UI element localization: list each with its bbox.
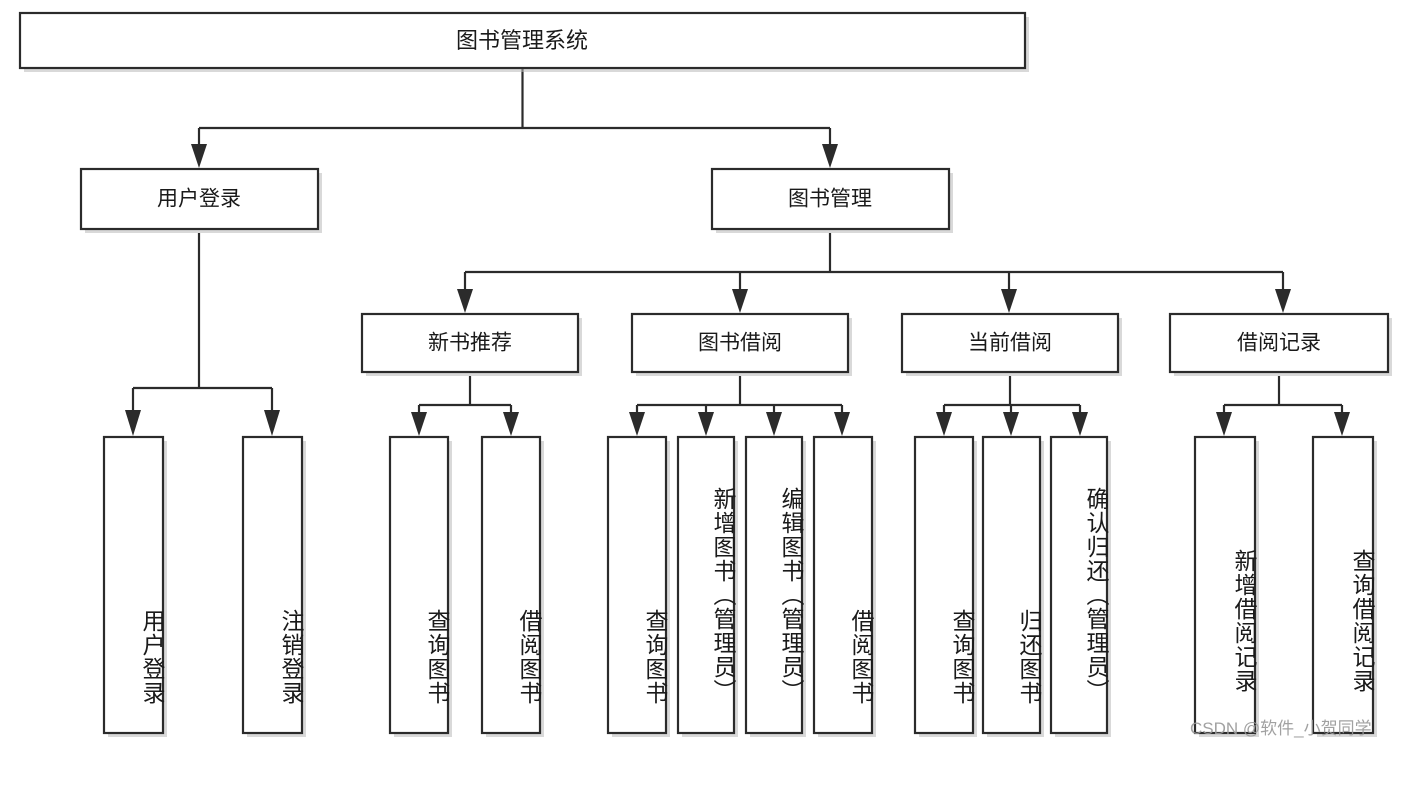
node-layer: 图书管理系统 用户登录 图书管理 新书推荐 图书借阅 当前借阅 (18, 11, 1392, 737)
arrow-to-leaf-query-book-2 (629, 412, 645, 436)
csdn-watermark: CSDN @软件_小贺同学 (1190, 719, 1372, 738)
leaf-user-login-box[interactable] (102, 435, 165, 735)
book-manage-node-box[interactable] (710, 167, 951, 231)
user-login-node-label: 用户登录 (157, 188, 241, 211)
diagram-canvas: 图书管理系统 用户登录 图书管理 新书推荐 图书借阅 当前借阅 (18, 11, 1392, 738)
arrow-to-leaf-query-book-1 (411, 412, 427, 436)
arrow-to-leaf-query-record (1334, 412, 1350, 436)
leaf-add-record-box[interactable] (1193, 435, 1257, 735)
root-node-label: 图书管理系统 (456, 28, 588, 53)
arrow-to-leaf-borrow-book-2 (834, 412, 850, 436)
leaf-borrow-book-1-box[interactable] (480, 435, 542, 735)
book-manage-node-label: 图书管理 (788, 188, 872, 211)
leaf-query-book-2-box[interactable] (606, 435, 668, 735)
arrow-to-new-book-recommend (457, 289, 473, 313)
arrow-to-leaf-add-book (698, 412, 714, 436)
arrow-to-book-borrow (732, 289, 748, 313)
arrow-to-user-login (191, 144, 207, 168)
new-book-recommend-node-box[interactable] (360, 312, 580, 374)
leaf-query-book-3-box[interactable] (913, 435, 975, 735)
current-borrow-node-box[interactable] (900, 312, 1120, 374)
book-borrow-node-label: 图书借阅 (698, 332, 782, 355)
new-book-recommend-node-label: 新书推荐 (428, 332, 512, 355)
arrow-to-leaf-edit-book (766, 412, 782, 436)
root-node-box[interactable] (18, 11, 1027, 70)
arrow-to-leaf-confirm-return (1072, 412, 1088, 436)
arrow-to-borrow-record (1275, 289, 1291, 313)
leaf-logout-box[interactable] (241, 435, 304, 735)
leaf-query-book-1-box[interactable] (388, 435, 450, 735)
borrow-record-node-box[interactable] (1168, 312, 1390, 374)
leaf-query-record-box[interactable] (1311, 435, 1375, 735)
leaf-edit-book-box[interactable] (744, 435, 804, 735)
leaf-return-book-box[interactable] (981, 435, 1042, 735)
current-borrow-node-label: 当前借阅 (968, 332, 1052, 355)
arrow-to-leaf-user-login (125, 410, 141, 436)
leaf-add-book-box[interactable] (676, 435, 736, 735)
leaf-confirm-return-box[interactable] (1049, 435, 1109, 735)
arrow-to-book-manage (822, 144, 838, 168)
arrow-to-leaf-logout (264, 410, 280, 436)
diagram-svg: 图书管理系统 用户登录 图书管理 新书推荐 图书借阅 当前借阅 (18, 11, 1392, 737)
arrow-to-current-borrow (1001, 289, 1017, 313)
user-login-node-box[interactable] (79, 167, 320, 231)
borrow-record-node-label: 借阅记录 (1237, 332, 1321, 355)
arrow-to-leaf-borrow-book-1 (503, 412, 519, 436)
book-borrow-node-box[interactable] (630, 312, 850, 374)
arrow-to-leaf-return-book (1003, 412, 1019, 436)
arrow-to-leaf-add-record (1216, 412, 1232, 436)
leaf-borrow-book-2-box[interactable] (812, 435, 874, 735)
connector-layer (125, 69, 1350, 436)
arrow-to-leaf-query-book-3 (936, 412, 952, 436)
